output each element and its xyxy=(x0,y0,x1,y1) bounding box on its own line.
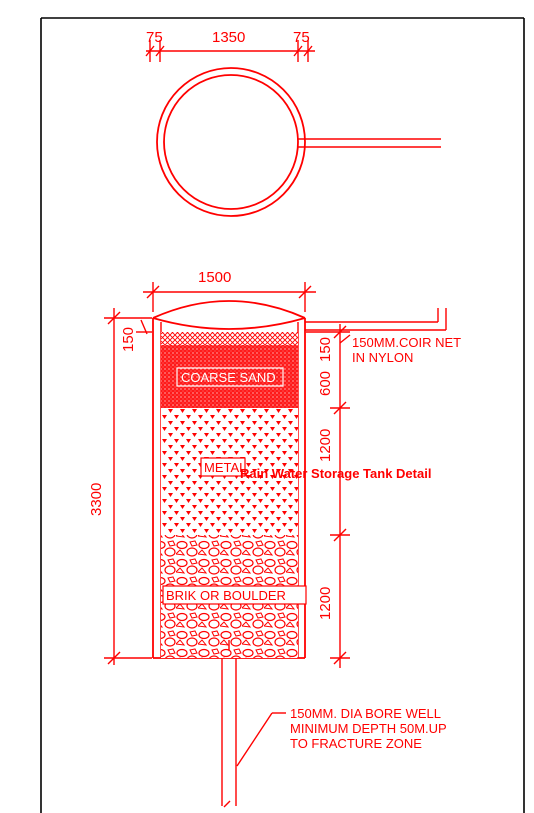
plan-dim-left: 75 xyxy=(146,29,163,46)
bore-note-line1: 150MM. DIA BORE WELL xyxy=(290,706,441,721)
bore-well-note: 150MM. DIA BORE WELL MINIMUM DEPTH 50M.U… xyxy=(236,706,447,767)
drawing-frame xyxy=(40,17,525,813)
plan-dim-middle: 1350 xyxy=(212,29,245,46)
drawing-title: Rain Water Storage Tank Detail xyxy=(240,466,431,481)
section-width-dim: 1500 xyxy=(198,269,231,286)
coir-net-layer xyxy=(161,332,298,345)
coir-label-line1: 150MM.COIR NET xyxy=(352,335,461,350)
section-top-dim: 150 xyxy=(120,327,137,352)
coarse-sand-label: COARSE SAND xyxy=(181,370,276,385)
metal-dim: 1200 xyxy=(317,429,334,462)
section-view: 1500 COARSE SAND METAL BRIK OR BOULDER 3… xyxy=(88,269,461,808)
boulder-label: BRIK OR BOULDER xyxy=(166,588,286,603)
coir-label-line2: IN NYLON xyxy=(352,350,413,365)
sand-dim: 600 xyxy=(317,371,334,396)
plan-view: 75 1350 75 xyxy=(145,29,441,217)
boulder-dim: 1200 xyxy=(317,587,334,620)
bore-note-line2: MINIMUM DEPTH 50M.UP xyxy=(290,721,447,736)
metal-label: METAL xyxy=(204,460,246,475)
plan-dim-right: 75 xyxy=(293,29,310,46)
coir-dim: 150 xyxy=(317,337,334,362)
bore-note-line3: TO FRACTURE ZONE xyxy=(290,736,422,751)
coarse-sand-layer xyxy=(161,345,298,408)
section-height-dim: 3300 xyxy=(88,483,105,516)
